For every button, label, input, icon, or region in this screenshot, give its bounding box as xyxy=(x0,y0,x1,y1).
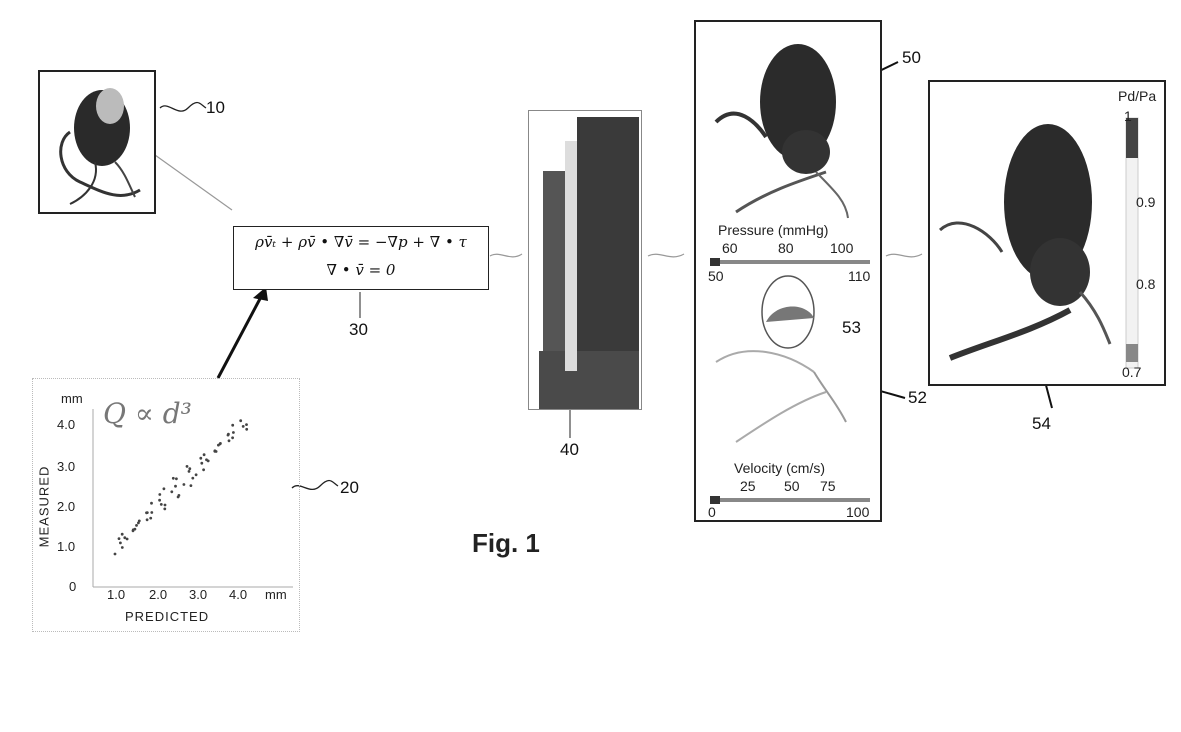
scatter-point xyxy=(164,504,167,507)
scatter-point xyxy=(132,528,135,531)
scatter-point xyxy=(119,542,122,545)
scatter-point xyxy=(174,485,177,488)
scatter-point xyxy=(199,457,202,460)
scatter-point xyxy=(186,465,189,468)
ref-53: 53 xyxy=(842,318,861,338)
scatter-point xyxy=(203,453,206,456)
scatter-point xyxy=(200,462,203,465)
scatter-point xyxy=(242,425,245,428)
ffr-tick-08: 0.8 xyxy=(1136,276,1155,292)
scatter-point xyxy=(202,468,205,471)
scatter-point xyxy=(149,517,152,520)
heart-model-panel xyxy=(38,70,156,214)
scatter-point xyxy=(138,520,141,523)
connector-40-50 xyxy=(648,254,684,257)
pressure-tick-100: 100 xyxy=(830,240,853,256)
scatter-point xyxy=(219,442,222,445)
scatter-point xyxy=(178,494,181,497)
scatter-point xyxy=(172,477,175,480)
scatter-point xyxy=(121,533,124,536)
scatter-point xyxy=(114,553,117,556)
pressure-tick-60: 60 xyxy=(722,240,738,256)
velocity-bar-max: 100 xyxy=(846,504,869,520)
connector-30-40 xyxy=(490,254,522,257)
connector-10-30 xyxy=(155,155,232,210)
scatter-point xyxy=(158,499,161,502)
scatter-point xyxy=(231,436,234,439)
scatter-point xyxy=(150,511,153,514)
scatter-point xyxy=(232,431,235,434)
scatter-point xyxy=(245,423,248,426)
scatter-point xyxy=(231,424,234,427)
figure-label: Fig. 1 xyxy=(472,528,540,559)
scatter-point xyxy=(126,538,129,541)
ref-50: 50 xyxy=(902,48,921,68)
scatter-point xyxy=(190,484,193,487)
equation-momentum: ρv̄ₜ + ρv̄ • ∇v̄ = −∇p + ∇ • τ xyxy=(238,233,484,251)
pressure-bar-min: 50 xyxy=(708,268,724,284)
scatter-point xyxy=(245,428,248,431)
scatter-point xyxy=(227,434,230,437)
ref-40: 40 xyxy=(560,440,579,460)
mesh-image xyxy=(529,111,641,409)
ffr-label: Pd/Pa xyxy=(1118,88,1156,104)
scatter-point xyxy=(239,419,242,422)
scatter-point xyxy=(135,524,138,527)
velocity-bar-min: 0 xyxy=(708,504,716,520)
squiggle-10 xyxy=(160,103,206,112)
scatter-point xyxy=(121,546,124,549)
scatter-point xyxy=(118,537,121,540)
scatter-point xyxy=(195,473,198,476)
scatter-point xyxy=(160,503,163,506)
velocity-label: Velocity (cm/s) xyxy=(734,460,825,476)
scatter-point xyxy=(170,490,173,493)
ffr-panel: Pd/Pa 1 0.9 0.8 0.7 xyxy=(928,80,1166,386)
scatter-point xyxy=(188,470,191,473)
ffr-tick-09: 0.9 xyxy=(1136,194,1155,210)
scatter-point xyxy=(188,467,191,470)
ffr-tick-1: 1 xyxy=(1124,108,1132,124)
scatter-point xyxy=(150,502,153,505)
ffr-tick-07: 0.7 xyxy=(1122,364,1141,380)
navier-stokes-box: ρv̄ₜ + ρv̄ • ∇v̄ = −∇p + ∇ • τ ∇ • v̄ = … xyxy=(233,226,489,290)
heart-model-image xyxy=(40,72,154,212)
velocity-tick-25: 25 xyxy=(740,478,756,494)
mesh-panel xyxy=(528,110,642,410)
velocity-tick-50: 50 xyxy=(784,478,800,494)
scatter-point xyxy=(207,460,210,463)
ref-52: 52 xyxy=(908,388,927,408)
scatter-point xyxy=(163,487,166,490)
scatter-point xyxy=(163,508,166,511)
ref-10: 10 xyxy=(206,98,225,118)
equation-continuity: ∇ • v̄ = 0 xyxy=(238,261,484,279)
scatter-point xyxy=(228,439,231,442)
scatter-point xyxy=(191,477,194,480)
ref-30: 30 xyxy=(349,320,368,340)
scatter-point xyxy=(183,483,186,486)
pressure-label: Pressure (mmHg) xyxy=(718,222,828,238)
scaling-law-plot: mm Q ∝ d³ 4.0 3.0 2.0 1.0 0 MEASURED 1.0… xyxy=(32,378,300,632)
scatter-point xyxy=(175,477,178,480)
scatter-point xyxy=(146,518,149,521)
ffr-heart-image xyxy=(930,82,1164,384)
results-panel: Pressure (mmHg) 60 80 100 50 110 Velocit… xyxy=(694,20,882,522)
arrow-20-to-30 xyxy=(218,295,262,378)
scatter-point xyxy=(145,511,148,514)
scatter-point xyxy=(213,450,216,453)
pressure-bar-max: 110 xyxy=(848,268,870,284)
scatter-point xyxy=(158,493,161,496)
pressure-tick-80: 80 xyxy=(778,240,794,256)
ref-20: 20 xyxy=(340,478,359,498)
connector-50-54 xyxy=(886,254,922,257)
ref-54: 54 xyxy=(1032,414,1051,434)
velocity-tick-75: 75 xyxy=(820,478,836,494)
plot-points xyxy=(33,379,299,631)
